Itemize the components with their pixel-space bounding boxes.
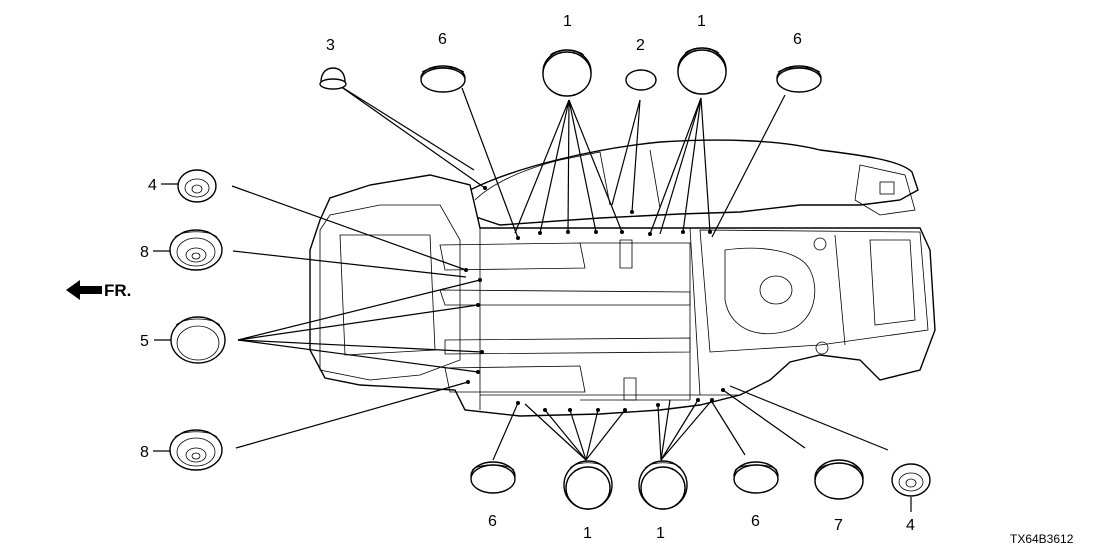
front-direction-indicator: FR. xyxy=(66,280,131,300)
callout-3: 3 xyxy=(326,37,335,54)
callout-8: 8 xyxy=(140,244,149,261)
callout-1: 1 xyxy=(583,525,592,542)
part-8-grommet-upper xyxy=(153,229,223,271)
part-1-round-topleft xyxy=(542,49,592,97)
callout-4: 4 xyxy=(906,517,915,534)
part-1-round-topright xyxy=(677,47,727,95)
callout-2: 2 xyxy=(636,37,645,54)
grommet-parts xyxy=(153,47,931,512)
part-5-grommet xyxy=(154,316,226,364)
attachment-points xyxy=(464,186,725,412)
part-6-oval-topright xyxy=(776,65,822,93)
part-8-grommet-lower xyxy=(153,429,223,471)
part-1-round-bottomright xyxy=(638,460,688,510)
callout-7: 7 xyxy=(834,517,843,534)
arrow-left-icon xyxy=(66,280,102,300)
callout-6: 6 xyxy=(793,31,802,48)
vehicle-underbody xyxy=(309,139,936,417)
callout-1: 1 xyxy=(563,13,572,30)
part-4-grommet-bottom xyxy=(891,463,931,512)
front-label: FR. xyxy=(104,281,131,300)
callout-8: 8 xyxy=(140,444,149,461)
callout-6: 6 xyxy=(488,513,497,530)
leader-lines xyxy=(231,85,889,461)
part-2-plug xyxy=(625,69,657,91)
callout-1: 1 xyxy=(656,525,665,542)
callout-4: 4 xyxy=(148,177,157,194)
part-6-oval-topleft xyxy=(420,65,466,93)
part-4-grommet-left xyxy=(161,169,217,203)
diagram-code: TX64B3612 xyxy=(1010,532,1074,546)
part-7-grommet xyxy=(814,459,864,500)
callout-6: 6 xyxy=(751,513,760,530)
callout-5: 5 xyxy=(140,333,149,350)
callout-labels: 3 6 1 2 1 6 4 8 5 8 6 1 1 6 7 4 xyxy=(140,13,915,542)
callout-1: 1 xyxy=(697,13,706,30)
part-3-cap xyxy=(319,67,347,90)
callout-6: 6 xyxy=(438,31,447,48)
part-6-oval-bottomleft xyxy=(470,461,516,494)
part-6-oval-bottomright xyxy=(733,461,779,494)
part-1-round-bottomleft xyxy=(563,460,613,510)
